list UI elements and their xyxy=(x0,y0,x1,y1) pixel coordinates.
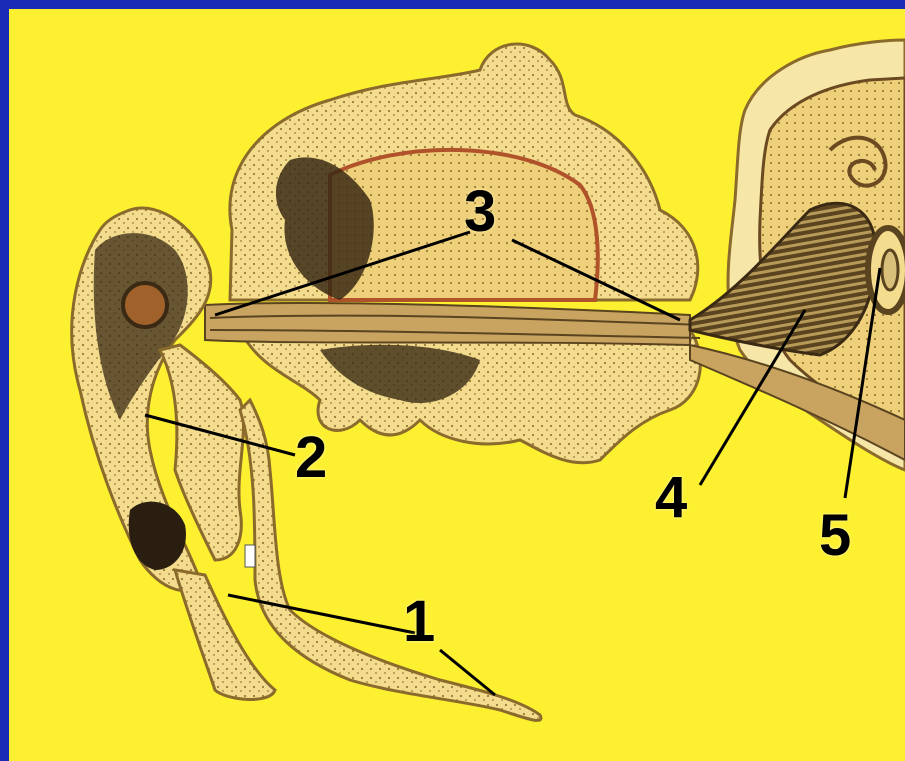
label-3: 3 xyxy=(464,183,496,241)
central-canal xyxy=(205,303,690,345)
anatomy-illustration xyxy=(9,9,905,761)
label-2: 2 xyxy=(295,429,327,487)
eye-spot xyxy=(123,283,167,327)
long-tentacle xyxy=(240,400,541,720)
diagram-panel: 1 2 3 4 5 xyxy=(9,9,905,761)
label-4: 4 xyxy=(655,469,687,527)
label-5: 5 xyxy=(819,507,851,565)
label-1: 1 xyxy=(403,593,435,651)
leader-line-1a xyxy=(228,595,415,633)
white-marker xyxy=(245,545,255,567)
